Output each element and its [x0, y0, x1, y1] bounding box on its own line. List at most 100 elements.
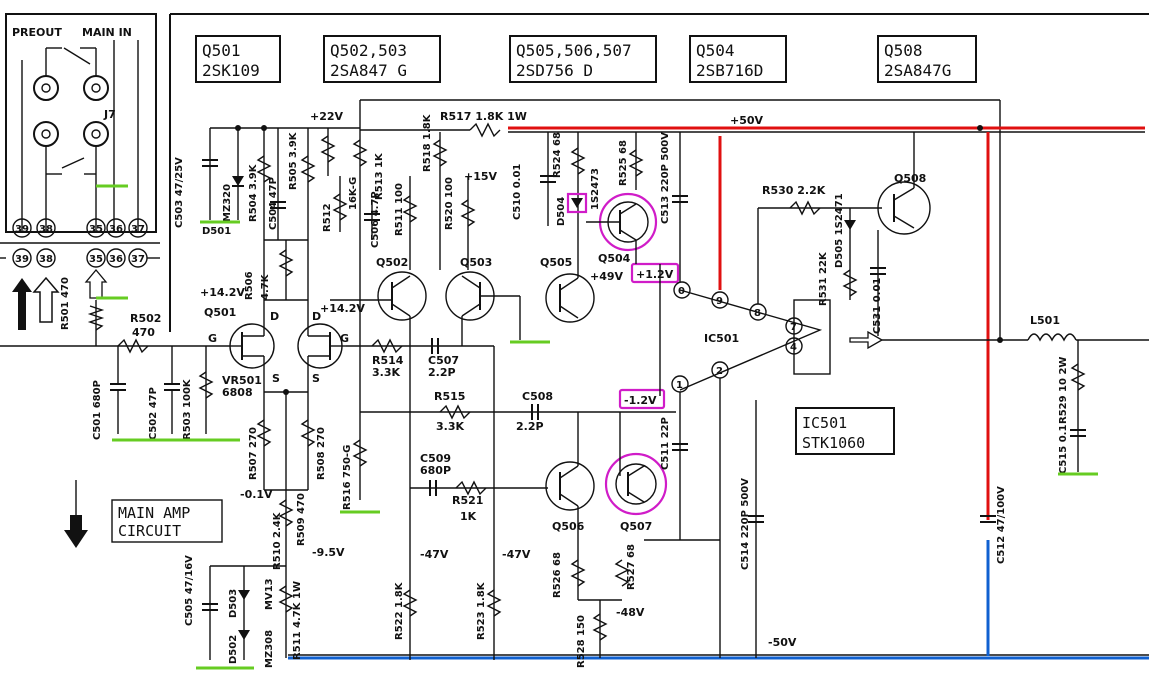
highlight-plus12: +1.2V [630, 262, 680, 284]
svg-text:35: 35 [89, 224, 103, 235]
mainin-label: MAIN IN [82, 26, 132, 39]
svg-text:R503 100K: R503 100K [182, 378, 193, 440]
svg-text:R512: R512 [322, 203, 333, 232]
transistor-box-q505: Q505,506,507 2SD756 D [509, 35, 657, 83]
output-arrow-icon [849, 330, 884, 350]
svg-text:R514: R514 [372, 354, 404, 367]
svg-text:2SA847 G: 2SA847 G [330, 61, 407, 80]
svg-text:C512 47/100V: C512 47/100V [996, 486, 1007, 564]
svg-text:2.2P: 2.2P [428, 366, 456, 379]
svg-text:8: 8 [754, 308, 761, 319]
svg-text:Q504: Q504 [696, 41, 735, 60]
rail-plus142a: +14.2V [200, 286, 245, 299]
svg-text:C531 0.01: C531 0.01 [872, 278, 883, 334]
rail-minus48: -48V [616, 606, 645, 619]
svg-text:0: 0 [678, 286, 685, 297]
svg-text:D: D [312, 310, 321, 323]
svg-text:S: S [312, 372, 320, 385]
svg-text:1S2473: 1S2473 [590, 168, 601, 210]
rail-plus142b: +14.2V [320, 302, 365, 315]
svg-text:R516 750-G: R516 750-G [342, 445, 353, 510]
connector-pins: 39 38 35 36 37 39 38 35 36 37 [0, 218, 160, 268]
svg-text:R506: R506 [244, 271, 255, 300]
vas-stage: R513 1K R512 16K-G C506 4.7P R511 100 R5… [322, 100, 676, 660]
svg-text:680P: 680P [420, 464, 451, 477]
svg-text:C511 22P: C511 22P [660, 417, 671, 470]
svg-text:C508: C508 [522, 390, 553, 403]
svg-text:Q507: Q507 [620, 520, 652, 533]
svg-text:R502: R502 [130, 312, 161, 325]
q501-bias: R507 270 R508 270 R510 2.4K R509 470 R51… [184, 392, 327, 670]
connector-frame [5, 13, 157, 233]
svg-text:C507: C507 [428, 354, 459, 367]
connector-panel: PREOUT MAIN IN J7 39 [0, 13, 160, 548]
transistor-box-q501: Q501 2SK109 [195, 35, 281, 83]
rail-plus49: +49V [590, 270, 624, 283]
svg-text:C514 220P 500V: C514 220P 500V [740, 478, 751, 570]
q501-fet: Q501 D D S S G VR501 6808 [204, 300, 349, 540]
svg-text:R531 22K: R531 22K [818, 251, 829, 306]
svg-text:VR501: VR501 [222, 374, 262, 387]
svg-text:D505 1S2471: D505 1S2471 [834, 193, 845, 268]
svg-text:Q505,506,507: Q505,506,507 [516, 41, 632, 60]
transistor-box-q504: Q504 2SB716D [689, 35, 787, 83]
svg-text:2.2P: 2.2P [516, 420, 544, 433]
svg-text:R521: R521 [452, 494, 483, 507]
svg-text:Q502: Q502 [376, 256, 408, 269]
rail-plus22: +22V [310, 110, 344, 123]
ic-type-box: IC501 STK1060 [795, 407, 895, 455]
protection-stage: R530 2.2K D505 1S2471 R531 22K C531 0.01… [757, 132, 931, 336]
rail-plus15: +15V [464, 170, 498, 183]
r501-resistor [87, 305, 105, 331]
svg-text:C515 0.1: C515 0.1 [1058, 425, 1069, 474]
svg-text:38: 38 [39, 254, 53, 265]
svg-text:L501: L501 [1030, 314, 1060, 327]
input-stage: R501 470 R502 470 C501 680P C502 47P R50… [0, 277, 240, 442]
pot-arrow [84, 268, 108, 299]
svg-text:MV13: MV13 [264, 578, 275, 610]
svg-text:C506 4.7P: C506 4.7P [370, 191, 381, 248]
svg-text:36: 36 [109, 224, 123, 235]
svg-text:R509 470: R509 470 [296, 493, 307, 546]
svg-text:D503: D503 [228, 589, 239, 618]
left-supply: C503 47/25V MZ320 D501 R504 3.9K C504 47… [174, 125, 336, 301]
highlight-minus12: -1.2V [618, 388, 666, 410]
svg-text:2SD756 D: 2SD756 D [516, 61, 593, 80]
svg-text:2SA847G: 2SA847G [884, 61, 951, 80]
svg-text:2SB716D: 2SB716D [696, 61, 763, 80]
svg-text:C503 47/25V: C503 47/25V [174, 157, 185, 228]
svg-text:16K-G: 16K-G [348, 177, 359, 210]
jack-label: J7 [103, 108, 116, 121]
svg-text:R525 68: R525 68 [618, 140, 629, 186]
r501-label: R501 470 [60, 277, 71, 330]
svg-text:C501 680P: C501 680P [92, 380, 103, 440]
svg-text:C510 0.01: C510 0.01 [512, 164, 523, 220]
rail-minus47b: -47V [502, 548, 531, 561]
svg-text:R528 150: R528 150 [576, 615, 587, 668]
q507-highlight [604, 452, 668, 516]
main-amp-label-box: MAIN AMP CIRCUIT [111, 499, 223, 543]
svg-text:R530 2.2K: R530 2.2K [762, 184, 826, 197]
rail-minus95: -9.5V [312, 546, 345, 559]
svg-text:D: D [270, 310, 279, 323]
svg-text:Q501: Q501 [202, 41, 241, 60]
svg-text:-1.2V: -1.2V [624, 394, 657, 407]
svg-text:Q506: Q506 [552, 520, 585, 533]
svg-text:R529 10 2W: R529 10 2W [1058, 357, 1069, 424]
svg-text:R518 1.8K: R518 1.8K [422, 113, 433, 172]
down-arrow [64, 515, 88, 548]
svg-text:C509: C509 [420, 452, 451, 465]
svg-text:3.3K: 3.3K [372, 366, 400, 379]
svg-text:1: 1 [676, 380, 683, 391]
svg-text:R515: R515 [434, 390, 465, 403]
signal-in-arrow [12, 278, 32, 330]
svg-text:C513 220P 500V: C513 220P 500V [660, 132, 671, 224]
svg-text:Q501: Q501 [204, 306, 236, 319]
supply-rails: +22V +50V +15V +49V +14.2V +14.2V -0.1V … [200, 99, 1149, 660]
svg-text:CIRCUIT: CIRCUIT [118, 522, 181, 540]
svg-text:37: 37 [131, 254, 145, 265]
svg-text:Q508: Q508 [894, 172, 926, 185]
svg-text:R517 1.8K 1W: R517 1.8K 1W [440, 110, 527, 123]
svg-text:R527 68: R527 68 [626, 544, 637, 590]
